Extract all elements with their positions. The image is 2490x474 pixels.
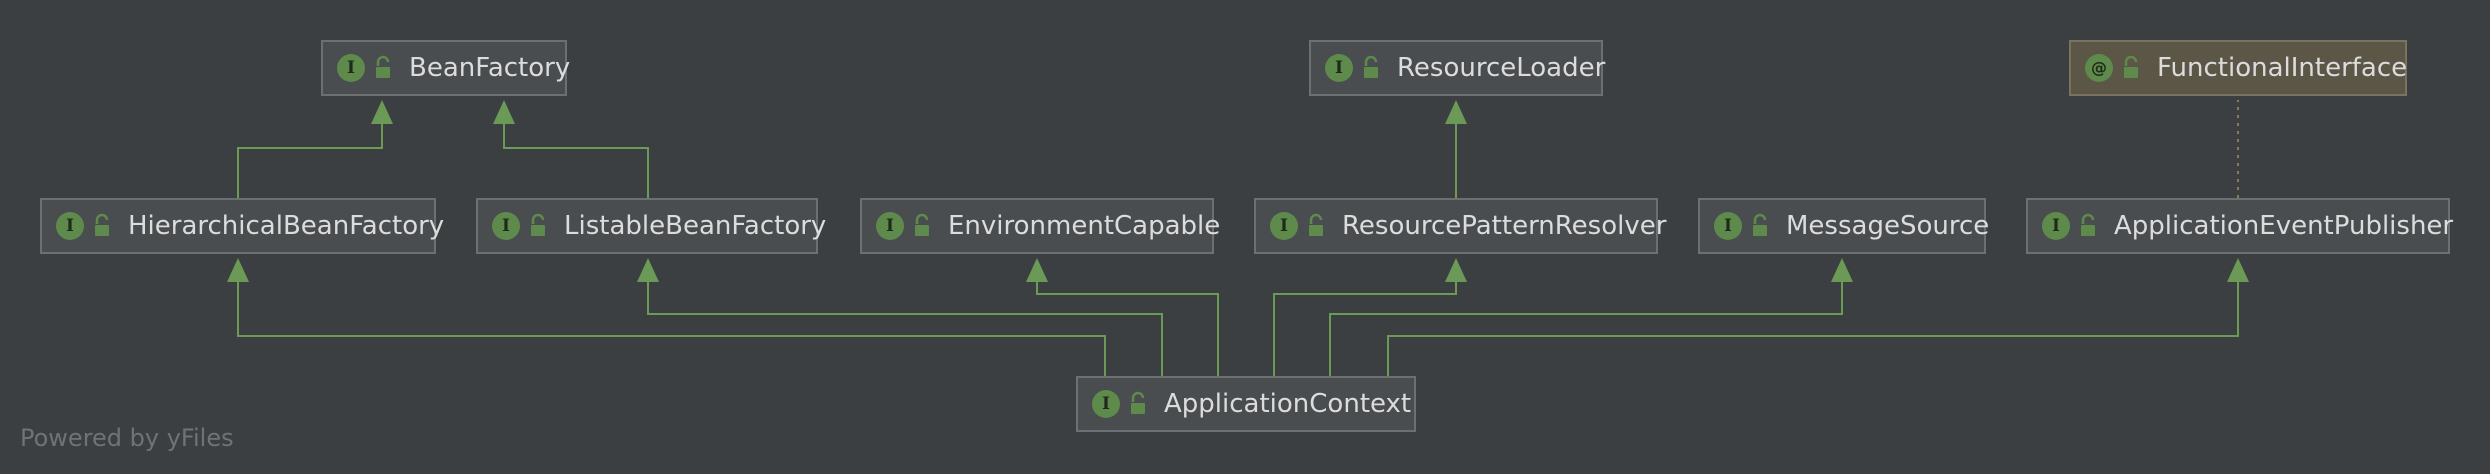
- arrowhead-icon: [1445, 258, 1467, 282]
- node-label: ListableBeanFactory: [564, 211, 827, 241]
- edge-hierarchicalbeanfactory-to-beanfactory: [237, 100, 393, 198]
- unlocked-icon: [95, 213, 109, 236]
- arrowhead-icon: [1026, 258, 1048, 282]
- node-label: ApplicationEventPublisher: [2114, 211, 2454, 241]
- powered-by-footer: Powered by yFiles: [20, 424, 234, 452]
- interface-icon: I: [56, 212, 84, 240]
- edge-applicationcontext-to-listablebeanfactory: [637, 258, 1163, 376]
- unlocked-icon: [1364, 55, 1378, 78]
- edge-applicationcontext-to-environmentcapable: [1026, 258, 1219, 376]
- interface-icon: I: [1092, 390, 1120, 418]
- node-label: ResourceLoader: [1397, 53, 1606, 83]
- interface-icon: I: [2042, 212, 2070, 240]
- node-label: ApplicationContext: [1164, 389, 1412, 419]
- node-label: BeanFactory: [409, 53, 571, 83]
- unlocked-icon: [2081, 213, 2095, 236]
- node-environmentcapable[interactable]: I EnvironmentCapable: [860, 198, 1220, 254]
- node-messagesource[interactable]: I MessageSource: [1698, 198, 1990, 254]
- unlocked-icon: [1753, 213, 1767, 236]
- unlocked-icon: [1131, 391, 1145, 414]
- node-applicationcontext[interactable]: I ApplicationContext: [1076, 376, 1416, 432]
- node-label: EnvironmentCapable: [948, 211, 1221, 241]
- interface-icon: I: [1325, 54, 1353, 82]
- node-label: FunctionalInterface: [2157, 53, 2408, 83]
- unlocked-icon: [2124, 55, 2138, 78]
- arrowhead-icon: [1831, 258, 1853, 282]
- edge-resourcepatternresolver-to-resourceloader: [1445, 100, 1467, 198]
- node-label: MessageSource: [1786, 211, 1990, 241]
- node-label: HierarchicalBeanFactory: [128, 211, 445, 241]
- interface-icon: I: [337, 54, 365, 82]
- edge-listablebeanfactory-to-beanfactory: [493, 100, 649, 198]
- arrowhead-icon: [493, 100, 515, 124]
- node-resourcepatternresolver[interactable]: I ResourcePatternResolver: [1254, 198, 1666, 254]
- interface-icon: I: [1714, 212, 1742, 240]
- edge-applicationcontext-to-applicationeventpublisher: [1387, 258, 2249, 376]
- node-functionalinterface[interactable]: @ FunctionalInterface: [2069, 40, 2407, 96]
- unlocked-icon: [376, 55, 390, 78]
- unlocked-icon: [1309, 213, 1323, 236]
- edge-applicationcontext-to-resourcepatternresolver: [1273, 258, 1467, 376]
- annotation-icon: @: [2085, 54, 2113, 82]
- interface-icon: I: [492, 212, 520, 240]
- arrowhead-icon: [1445, 100, 1467, 124]
- node-listablebeanfactory[interactable]: I ListableBeanFactory: [476, 198, 826, 254]
- node-applicationeventpublisher[interactable]: I ApplicationEventPublisher: [2026, 198, 2454, 254]
- interface-icon: I: [876, 212, 904, 240]
- arrowhead-icon: [371, 100, 393, 124]
- edge-applicationcontext-to-messagesource: [1329, 258, 1853, 376]
- arrowhead-icon: [2227, 258, 2249, 282]
- arrowhead-icon: [227, 258, 249, 282]
- unlocked-icon: [915, 213, 929, 236]
- arrowhead-icon: [637, 258, 659, 282]
- node-beanfactory[interactable]: I BeanFactory: [321, 40, 571, 96]
- node-label: ResourcePatternResolver: [1342, 211, 1667, 241]
- interface-icon: I: [1270, 212, 1298, 240]
- edge-applicationcontext-to-hierarchicalbeanfactory: [227, 258, 1106, 376]
- unlocked-icon: [531, 213, 545, 236]
- node-resourceloader[interactable]: I ResourceLoader: [1309, 40, 1606, 96]
- node-hierarchicalbeanfactory[interactable]: I HierarchicalBeanFactory: [40, 198, 444, 254]
